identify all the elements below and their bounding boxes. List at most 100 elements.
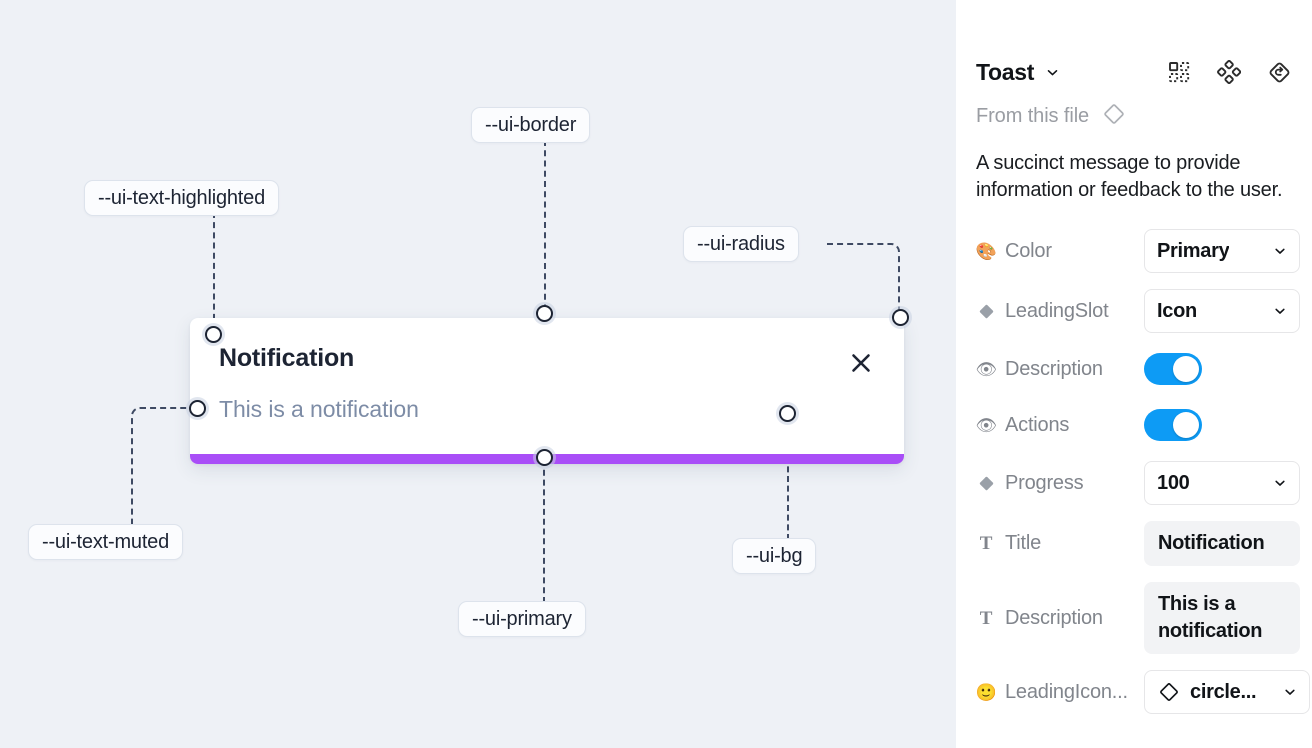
property-control	[1144, 409, 1292, 442]
property-label: T Title	[976, 532, 1144, 555]
header-icon-group	[1166, 59, 1292, 85]
select-value: Primary	[1157, 239, 1230, 262]
token-pill-ui-text-muted[interactable]: --ui-text-muted	[28, 524, 184, 560]
leadingicon-select[interactable]: circle...	[1144, 670, 1310, 715]
text-type-icon: T	[979, 533, 993, 555]
property-label: LeadingSlot	[976, 300, 1144, 323]
token-pill-ui-primary[interactable]: --ui-primary	[458, 601, 586, 637]
from-this-file-row[interactable]: From this file	[976, 102, 1292, 130]
close-icon[interactable]	[846, 348, 876, 378]
connector-ui-bg	[787, 418, 789, 540]
connector-ui-text-highlighted	[213, 212, 215, 330]
property-row-description-text: T Description This is a notification	[976, 582, 1300, 655]
connector-ui-radius	[827, 243, 900, 315]
select-value: 100	[1157, 471, 1190, 494]
component-grid-icon[interactable]	[1166, 59, 1192, 85]
property-row-leadingicon: 🙂 LeadingIcon... circle...	[976, 670, 1310, 715]
actions-toggle[interactable]	[1144, 409, 1202, 442]
token-label: --ui-text-muted	[42, 530, 170, 553]
property-label-text: Description	[1005, 357, 1103, 380]
token-pill-ui-border[interactable]: --ui-border	[471, 107, 591, 143]
smiley-emoji-icon: 🙂	[976, 682, 997, 702]
property-label-text: Title	[1005, 532, 1042, 555]
property-row-leadingslot: LeadingSlot Icon	[976, 289, 1300, 334]
connector-ui-border	[544, 140, 546, 310]
chevron-down-icon	[1273, 304, 1287, 318]
toast-component[interactable]: Notification This is a notification	[190, 318, 904, 464]
progress-select[interactable]: 100	[1144, 461, 1300, 506]
property-control: Notification	[1144, 521, 1300, 567]
reset-instance-icon[interactable]	[1266, 59, 1292, 85]
text-type-icon: T	[979, 607, 993, 629]
token-pill-ui-radius[interactable]: --ui-radius	[683, 226, 799, 262]
design-canvas[interactable]: Notification This is a notification --ui…	[0, 0, 956, 748]
property-row-description-toggle: 👁 Description	[976, 349, 1292, 389]
property-label-text: LeadingSlot	[1005, 299, 1109, 322]
token-label: --ui-radius	[697, 232, 785, 255]
property-row-color: 🎨 Color Primary	[976, 229, 1300, 274]
property-label: 👁 Actions	[976, 414, 1144, 437]
handle-ui-primary[interactable]	[536, 449, 553, 466]
variants-icon[interactable]	[1216, 59, 1242, 85]
token-pill-ui-text-highlighted[interactable]: --ui-text-highlighted	[84, 180, 279, 216]
page-title: Toast	[976, 58, 1035, 85]
chevron-down-icon	[1283, 685, 1297, 699]
component-description: A succinct message to provide informatio…	[976, 152, 1283, 201]
property-label-text: LeadingIcon...	[1005, 680, 1128, 703]
properties-panel: Toast	[956, 0, 1312, 748]
property-control: Primary	[1144, 229, 1300, 274]
property-row-title: T Title Notification	[976, 521, 1300, 567]
chevron-down-icon	[1273, 244, 1287, 258]
property-label-text: Description	[1005, 606, 1103, 629]
description-input[interactable]: This is a notification	[1144, 582, 1300, 655]
token-label: --ui-primary	[472, 607, 572, 630]
property-label-text: Progress	[1005, 471, 1084, 494]
property-control: 100	[1144, 461, 1300, 506]
select-value: Icon	[1157, 299, 1197, 322]
handle-ui-text-highlighted[interactable]	[205, 326, 222, 343]
eye-emoji-icon: 👁	[976, 415, 997, 435]
toast-description: This is a notification	[219, 396, 419, 422]
handle-ui-radius[interactable]	[892, 309, 909, 326]
toast-title: Notification	[219, 344, 355, 372]
input-value: Notification	[1158, 532, 1265, 555]
chevron-down-icon	[1273, 476, 1287, 490]
token-label: --ui-text-highlighted	[98, 186, 265, 209]
token-label: --ui-bg	[746, 544, 803, 567]
token-pill-ui-bg[interactable]: --ui-bg	[732, 538, 817, 574]
handle-ui-bg[interactable]	[779, 405, 796, 422]
from-this-file-label: From this file	[976, 104, 1090, 127]
diamond-component-icon	[1157, 680, 1181, 704]
connector-ui-primary	[543, 460, 545, 603]
diamond-filled-icon	[976, 475, 996, 492]
color-select[interactable]: Primary	[1144, 229, 1300, 274]
palette-emoji-icon: 🎨	[976, 241, 997, 261]
eye-emoji-icon: 👁	[976, 359, 997, 379]
property-label: 👁 Description	[976, 358, 1144, 381]
connector-ui-text-muted	[131, 407, 197, 526]
toggle-knob	[1173, 356, 1199, 383]
property-row-progress: Progress 100	[976, 461, 1300, 506]
property-list: 🎨 Color Primary	[976, 229, 1310, 715]
property-row-actions-toggle: 👁 Actions	[976, 405, 1292, 445]
property-label-text: Actions	[1005, 413, 1070, 436]
title-input[interactable]: Notification	[1144, 521, 1300, 567]
handle-ui-text-muted[interactable]	[189, 400, 206, 417]
handle-ui-border[interactable]	[536, 305, 553, 322]
property-label: T Description	[976, 607, 1144, 630]
property-control: Icon	[1144, 289, 1300, 334]
property-label: Progress	[976, 472, 1144, 495]
toggle-knob	[1173, 412, 1199, 439]
property-label: 🎨 Color	[976, 240, 1144, 263]
property-control	[1144, 353, 1292, 386]
select-value: circle...	[1190, 680, 1257, 703]
panel-header: Toast	[976, 46, 1292, 98]
leadingslot-select[interactable]: Icon	[1144, 289, 1300, 334]
chevron-down-icon[interactable]	[1045, 65, 1060, 80]
diamond-component-icon	[1101, 101, 1127, 132]
token-label: --ui-border	[485, 113, 577, 136]
diamond-filled-icon	[976, 303, 996, 320]
description-toggle[interactable]	[1144, 353, 1202, 386]
property-control: circle...	[1144, 670, 1310, 715]
